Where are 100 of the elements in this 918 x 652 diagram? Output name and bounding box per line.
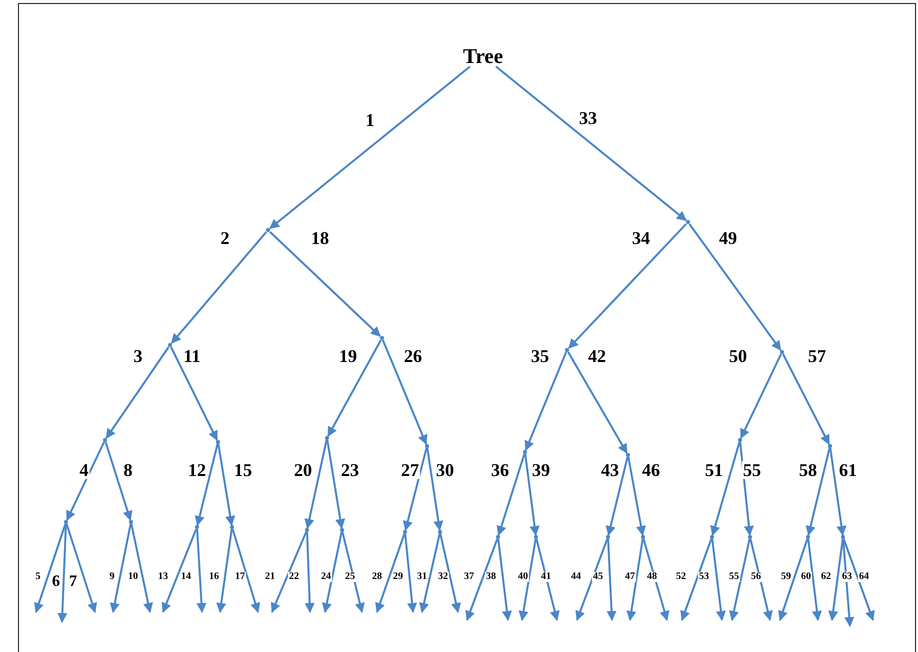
edge-label: 44 xyxy=(570,572,582,582)
arrow xyxy=(342,532,365,613)
edge-label: 30 xyxy=(435,461,455,479)
edge-label: 50 xyxy=(728,347,748,365)
edge-label: 25 xyxy=(344,572,356,582)
edge-label: 28 xyxy=(371,572,383,582)
arrow xyxy=(495,66,687,222)
junction-point xyxy=(806,535,810,539)
edge-label: 22 xyxy=(288,572,300,582)
edge-label: 47 xyxy=(624,572,636,582)
junction-point xyxy=(828,444,832,448)
arrow xyxy=(465,538,498,621)
arrow xyxy=(57,524,68,623)
junction-point xyxy=(534,535,538,539)
edge-label: 45 xyxy=(592,572,604,582)
edge-label: 36 xyxy=(490,461,510,479)
root-label: Tree xyxy=(463,46,504,66)
edge-label: 21 xyxy=(264,572,276,582)
edge-label: 63 xyxy=(841,572,853,582)
junction-point xyxy=(523,450,527,454)
arrow xyxy=(729,538,751,621)
junction-point xyxy=(103,438,107,442)
junction-point xyxy=(686,220,690,224)
edge-label: 52 xyxy=(675,572,687,582)
arrow xyxy=(567,352,628,454)
junction-point xyxy=(340,528,344,532)
arrow xyxy=(162,528,198,613)
junction-point xyxy=(64,520,68,524)
edge-label: 55 xyxy=(728,572,740,582)
arrow xyxy=(688,223,782,351)
junction-point xyxy=(129,520,133,524)
edge-label: 43 xyxy=(600,461,620,479)
edge-label: 53 xyxy=(698,572,710,582)
edge-label: 8 xyxy=(122,461,134,479)
arrow xyxy=(327,340,382,437)
junction-point xyxy=(195,525,199,529)
junction-point xyxy=(168,343,172,347)
edge-label: 9 xyxy=(108,572,116,582)
junction-point xyxy=(325,436,329,440)
arrow xyxy=(322,532,343,613)
junction-point xyxy=(305,528,309,532)
junction-point xyxy=(266,228,270,232)
arrow xyxy=(739,442,754,536)
edge-label: 64 xyxy=(858,572,870,582)
edge-label: 1 xyxy=(364,111,376,129)
edge-label: 58 xyxy=(798,461,818,479)
arrow xyxy=(269,66,471,230)
arrow xyxy=(496,454,526,536)
arrow xyxy=(419,534,441,613)
arrow xyxy=(426,448,444,531)
arrow xyxy=(575,538,608,621)
arrow xyxy=(524,352,568,451)
junction-point xyxy=(626,453,630,457)
arrow xyxy=(196,528,206,613)
junction-point xyxy=(748,535,752,539)
edge-label: 42 xyxy=(587,347,607,365)
arrow xyxy=(829,448,846,536)
arrow xyxy=(304,440,328,529)
arrow xyxy=(269,231,381,337)
arrow xyxy=(232,528,260,613)
edge-label: 15 xyxy=(233,461,253,479)
junction-point xyxy=(710,535,714,539)
junction-point xyxy=(780,350,784,354)
edge-label: 17 xyxy=(234,572,246,582)
arrow xyxy=(194,444,218,526)
arrow xyxy=(627,456,646,536)
edge-label: 29 xyxy=(392,572,404,582)
junction-point xyxy=(230,525,234,529)
junction-point xyxy=(216,440,220,444)
arrow xyxy=(750,538,773,621)
edge-label: 2 xyxy=(220,229,230,247)
arrow xyxy=(66,524,97,613)
edge-label: 34 xyxy=(631,229,651,247)
edge-label: 56 xyxy=(750,572,762,582)
arrow xyxy=(326,440,346,529)
edge-label: 55 xyxy=(742,461,762,479)
junction-point xyxy=(565,348,569,352)
arrow xyxy=(782,354,830,445)
edge-label: 16 xyxy=(208,572,220,582)
edge-label: 38 xyxy=(485,572,497,582)
edge-label: 3 xyxy=(132,347,144,365)
junction-point xyxy=(606,535,610,539)
edge-label: 39 xyxy=(531,461,551,479)
edge-label: 32 xyxy=(437,572,449,582)
edge-label: 33 xyxy=(578,109,598,127)
arrow xyxy=(382,340,428,445)
edge-label: 59 xyxy=(780,572,792,582)
arrow xyxy=(34,524,66,613)
arrow xyxy=(778,538,808,621)
arrow xyxy=(642,538,670,621)
arrow xyxy=(106,346,170,439)
edge-label: 20 xyxy=(293,461,313,479)
arrow xyxy=(711,538,726,621)
junction-point xyxy=(841,535,845,539)
edge-label: 57 xyxy=(807,347,827,365)
arrow xyxy=(518,538,537,621)
arrow xyxy=(66,442,105,521)
junction-point xyxy=(425,444,429,448)
edge-label: 13 xyxy=(157,572,169,582)
edge-label: 61 xyxy=(838,461,858,479)
